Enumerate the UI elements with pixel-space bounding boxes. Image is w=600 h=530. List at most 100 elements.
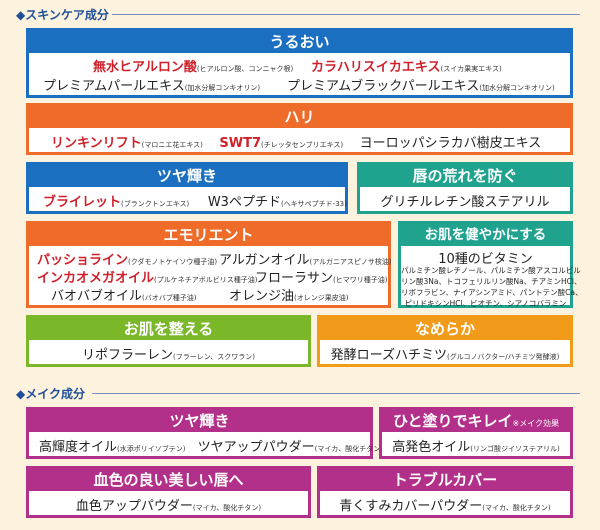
hari-item1-note: (マロニエ花エキス) <box>141 141 203 149</box>
makeup-tsuya-item2: ツヤアップパウダー <box>197 440 315 455</box>
tsuya-row: ブライレット(ブランクトンエキス) W3ペプチド(ヘキサペプチド-33) <box>43 191 347 210</box>
uruoi-row1: 無水ヒアルロン酸(ヒアルロン酸、コンニャク根) <box>93 56 293 75</box>
makeup-kesshoku-box: 血色の良い美しい唇へ 血色アップパウダー(マイカ、酸化チタン) <box>26 466 311 518</box>
sukoyaka-line1: パルミチン酸レチノール、パルミチン酸アスコルビル <box>401 266 581 275</box>
hari-item1: リンキンリフト <box>51 136 142 151</box>
uruoi-box: うるおい 無水ヒアルロン酸(ヒアルロン酸、コンニャク根) カラハリスイカエキス(… <box>26 28 573 98</box>
makeup-kirei-item1-note: (リンゴ酸ジイソステアリル) <box>470 445 560 453</box>
makeup-trouble-box: トラブルカバー 青くすみカバーパウダー(マイカ、酸化チタン) <box>317 466 573 518</box>
sukoyaka-line3: リボフラビン、ナイアシンアミド、パントテン酸Ca、 <box>401 288 583 297</box>
kuchibiru-item1: グリチルレチン酸ステアリル <box>380 195 550 210</box>
tsuya-item1-note: (ブランクトンエキス) <box>121 200 190 208</box>
makeup-section-title: ◆メイク成分 <box>0 383 600 403</box>
hari-box: ハリ リンキンリフト(マロニエ花エキス) SWT7(チレッタセンブリエキス) ヨ… <box>26 103 573 155</box>
emollient-row3: バオバブオイル(バオバブ種子油) <box>51 285 196 304</box>
emollient-item3-note: (プルケネチアボルビリス種子油) <box>154 276 258 284</box>
uruoi-header: うるおい <box>29 31 570 53</box>
emollient-item5: バオバブオイル <box>51 289 143 304</box>
uruoi-row1b: カラハリスイカエキス(スイカ果実エキス) <box>311 56 502 75</box>
hari-item2-note: (チレッタセンブリエキス) <box>261 141 344 149</box>
uruoi-item4: プレミアムブラックパールエキス <box>287 79 480 94</box>
emollient-row3b: オレンジ油(オレンジ果皮油) <box>229 285 348 304</box>
totonoeru-box: お肌を整える リポフラーレン(フラーレン、スクワラン) <box>26 315 311 367</box>
emollient-item2: アルガンオイル <box>219 253 310 268</box>
kuchibiru-box: 唇の荒れを防ぐ グリチルレチン酸ステアリル <box>357 162 573 214</box>
totonoeru-item1: リポフラーレン <box>81 348 173 363</box>
totonoeru-row: リポフラーレン(フラーレン、スクワラン) <box>29 344 308 363</box>
uruoi-row2b: プレミアムブラックパールエキス(加水分解コンキオリン) <box>287 75 555 94</box>
nameraka-row: 発酵ローズハチミツ(グルコノバクター/ハチミツ発酵液) <box>320 344 570 363</box>
kuchibiru-header: 唇の荒れを防ぐ <box>360 165 570 187</box>
sukoyaka-box: お肌を健やかにする 10種のビタミン パルミチン酸レチノール、パルミチン酸アスコ… <box>398 221 583 309</box>
emollient-header: エモリエント <box>29 224 388 246</box>
makeup-kirei-item1: 高発色オイル <box>392 440 471 455</box>
uruoi-item3: プレミアムパールエキス <box>43 79 185 94</box>
nameraka-header: なめらか <box>320 318 570 340</box>
uruoi-item1-note: (ヒアルロン酸、コンニャク根) <box>196 65 294 73</box>
sukoyaka-title-row: 10種のビタミン <box>401 248 570 267</box>
nameraka-item1: 発酵ローズハチミツ <box>330 348 447 363</box>
makeup-trouble-item1: 青くすみカバーパウダー <box>339 499 483 514</box>
totonoeru-header: お肌を整える <box>29 318 308 340</box>
tsuya-item2-note: (ヘキサペプチド-33) <box>280 200 347 208</box>
emollient-row2: インカオメガオイル(プルケネチアボルビリス種子油) <box>37 267 257 286</box>
tsuya-header: ツヤ輝き <box>29 165 345 187</box>
kuchibiru-row: グリチルレチン酸ステアリル <box>360 191 570 210</box>
emollient-item4: フローラサン <box>255 271 334 286</box>
makeup-kesshoku-item1-note: (マイカ、酸化チタン) <box>192 504 262 512</box>
sukoyaka-header: お肌を健やかにする <box>401 224 570 246</box>
makeup-tsuya-row: 高輝度オイル(水添ポリイソブテン) ツヤアップパウダー(マイカ、酸化チタン) <box>39 436 383 455</box>
makeup-tsuya-item1: 高輝度オイル <box>39 440 118 455</box>
makeup-trouble-item1-note: (マイカ、酸化チタン) <box>482 504 551 512</box>
emollient-item3: インカオメガオイル <box>37 271 155 286</box>
makeup-tsuya-item1-note: (水添ポリイソブテン) <box>117 445 186 453</box>
makeup-trouble-header: トラブルカバー <box>320 469 570 491</box>
makeup-title: ◆メイク成分 <box>16 387 85 401</box>
emollient-row2b: フローラサン(ヒマワリ種子油) <box>255 267 387 286</box>
nameraka-item1-note: (グルコノバクター/ハチミツ発酵液) <box>446 353 560 361</box>
emollient-item5-note: (バオバブ種子油) <box>142 294 197 302</box>
hari-row: リンキンリフト(マロニエ花エキス) SWT7(チレッタセンブリエキス) ヨーロッ… <box>51 132 541 151</box>
makeup-kirei-row: 高発色オイル(リンゴ酸ジイソステアリル) <box>382 436 570 455</box>
makeup-kirei-title: ひと塗りでキレイ <box>392 412 513 430</box>
tsuya-item1: ブライレット <box>43 195 122 210</box>
makeup-tsuya-header: ツヤ輝き <box>29 410 370 432</box>
makeup-divider <box>92 393 580 394</box>
uruoi-item4-note: (加水分解コンキオリン) <box>479 84 555 92</box>
uruoi-item3-note: (加水分解コンキオリン) <box>184 84 261 92</box>
skincare-divider <box>112 14 580 15</box>
hari-item2: SWT7 <box>219 136 262 151</box>
makeup-kesshoku-header: 血色の良い美しい唇へ <box>29 469 308 491</box>
emollient-item1-note: (クダモノトケイソウ種子油) <box>128 258 218 266</box>
emollient-row1b: アルガンオイル(アルガニアスピノサ核油) <box>219 249 392 268</box>
tsuya-box: ツヤ輝き ブライレット(ブランクトンエキス) W3ペプチド(ヘキサペプチド-33… <box>26 162 348 214</box>
emollient-item6: オレンジ油 <box>229 289 295 304</box>
emollient-row1: パッショライン(クダモノトケイソウ種子油) <box>37 249 217 268</box>
makeup-kesshoku-row: 血色アップパウダー(マイカ、酸化チタン) <box>29 495 308 514</box>
nameraka-box: なめらか 発酵ローズハチミツ(グルコノバクター/ハチミツ発酵液) <box>317 315 573 367</box>
hari-item3: ヨーロッパシラカバ樹皮エキス <box>359 136 542 151</box>
makeup-tsuya-item2-note: (マイカ、酸化チタン) <box>314 445 383 453</box>
uruoi-item2: カラハリスイカエキス <box>311 60 441 75</box>
makeup-kirei-box: ひと塗りでキレイ※メイク効果 高発色オイル(リンゴ酸ジイソステアリル) <box>379 407 573 459</box>
uruoi-item1: 無水ヒアルロン酸 <box>93 60 197 75</box>
emollient-item2-note: (アルガニアスピノサ核油) <box>309 258 392 266</box>
emollient-item1: パッショライン <box>37 253 129 268</box>
makeup-tsuya-box: ツヤ輝き 高輝度オイル(水添ポリイソブテン) ツヤアップパウダー(マイカ、酸化チ… <box>26 407 383 459</box>
uruoi-row2: プレミアムパールエキス(加水分解コンキオリン) <box>43 75 260 94</box>
sukoyaka-line2: リン酸3Na、トコフェリルリン酸Na、チアミンHCl、 <box>401 277 582 286</box>
tsuya-item2: W3ペプチド <box>207 195 281 210</box>
sukoyaka-line4: ピリドキシンHCl、ビオチン、シアノコバラミン <box>404 299 567 308</box>
skincare-section-title: ◆スキンケア成分 <box>0 4 600 24</box>
emollient-item6-note: (オレンジ果皮油) <box>294 294 349 302</box>
emollient-box: エモリエント パッショライン(クダモノトケイソウ種子油) アルガンオイル(アルガ… <box>26 221 392 308</box>
hari-header: ハリ <box>29 106 570 128</box>
makeup-trouble-row: 青くすみカバーパウダー(マイカ、酸化チタン) <box>320 495 570 514</box>
sukoyaka-title: 10種のビタミン <box>438 252 533 267</box>
makeup-kirei-header: ひと塗りでキレイ※メイク効果 <box>382 410 570 432</box>
emollient-item4-note: (ヒマワリ種子油) <box>333 276 388 284</box>
uruoi-item2-note: (スイカ果実エキス) <box>440 65 502 73</box>
skincare-title: ◆スキンケア成分 <box>16 8 109 22</box>
sukoyaka-list: パルミチン酸レチノール、パルミチン酸アスコルビル リン酸3Na、トコフェリルリン… <box>401 265 583 309</box>
makeup-kirei-note: ※メイク効果 <box>512 419 560 428</box>
